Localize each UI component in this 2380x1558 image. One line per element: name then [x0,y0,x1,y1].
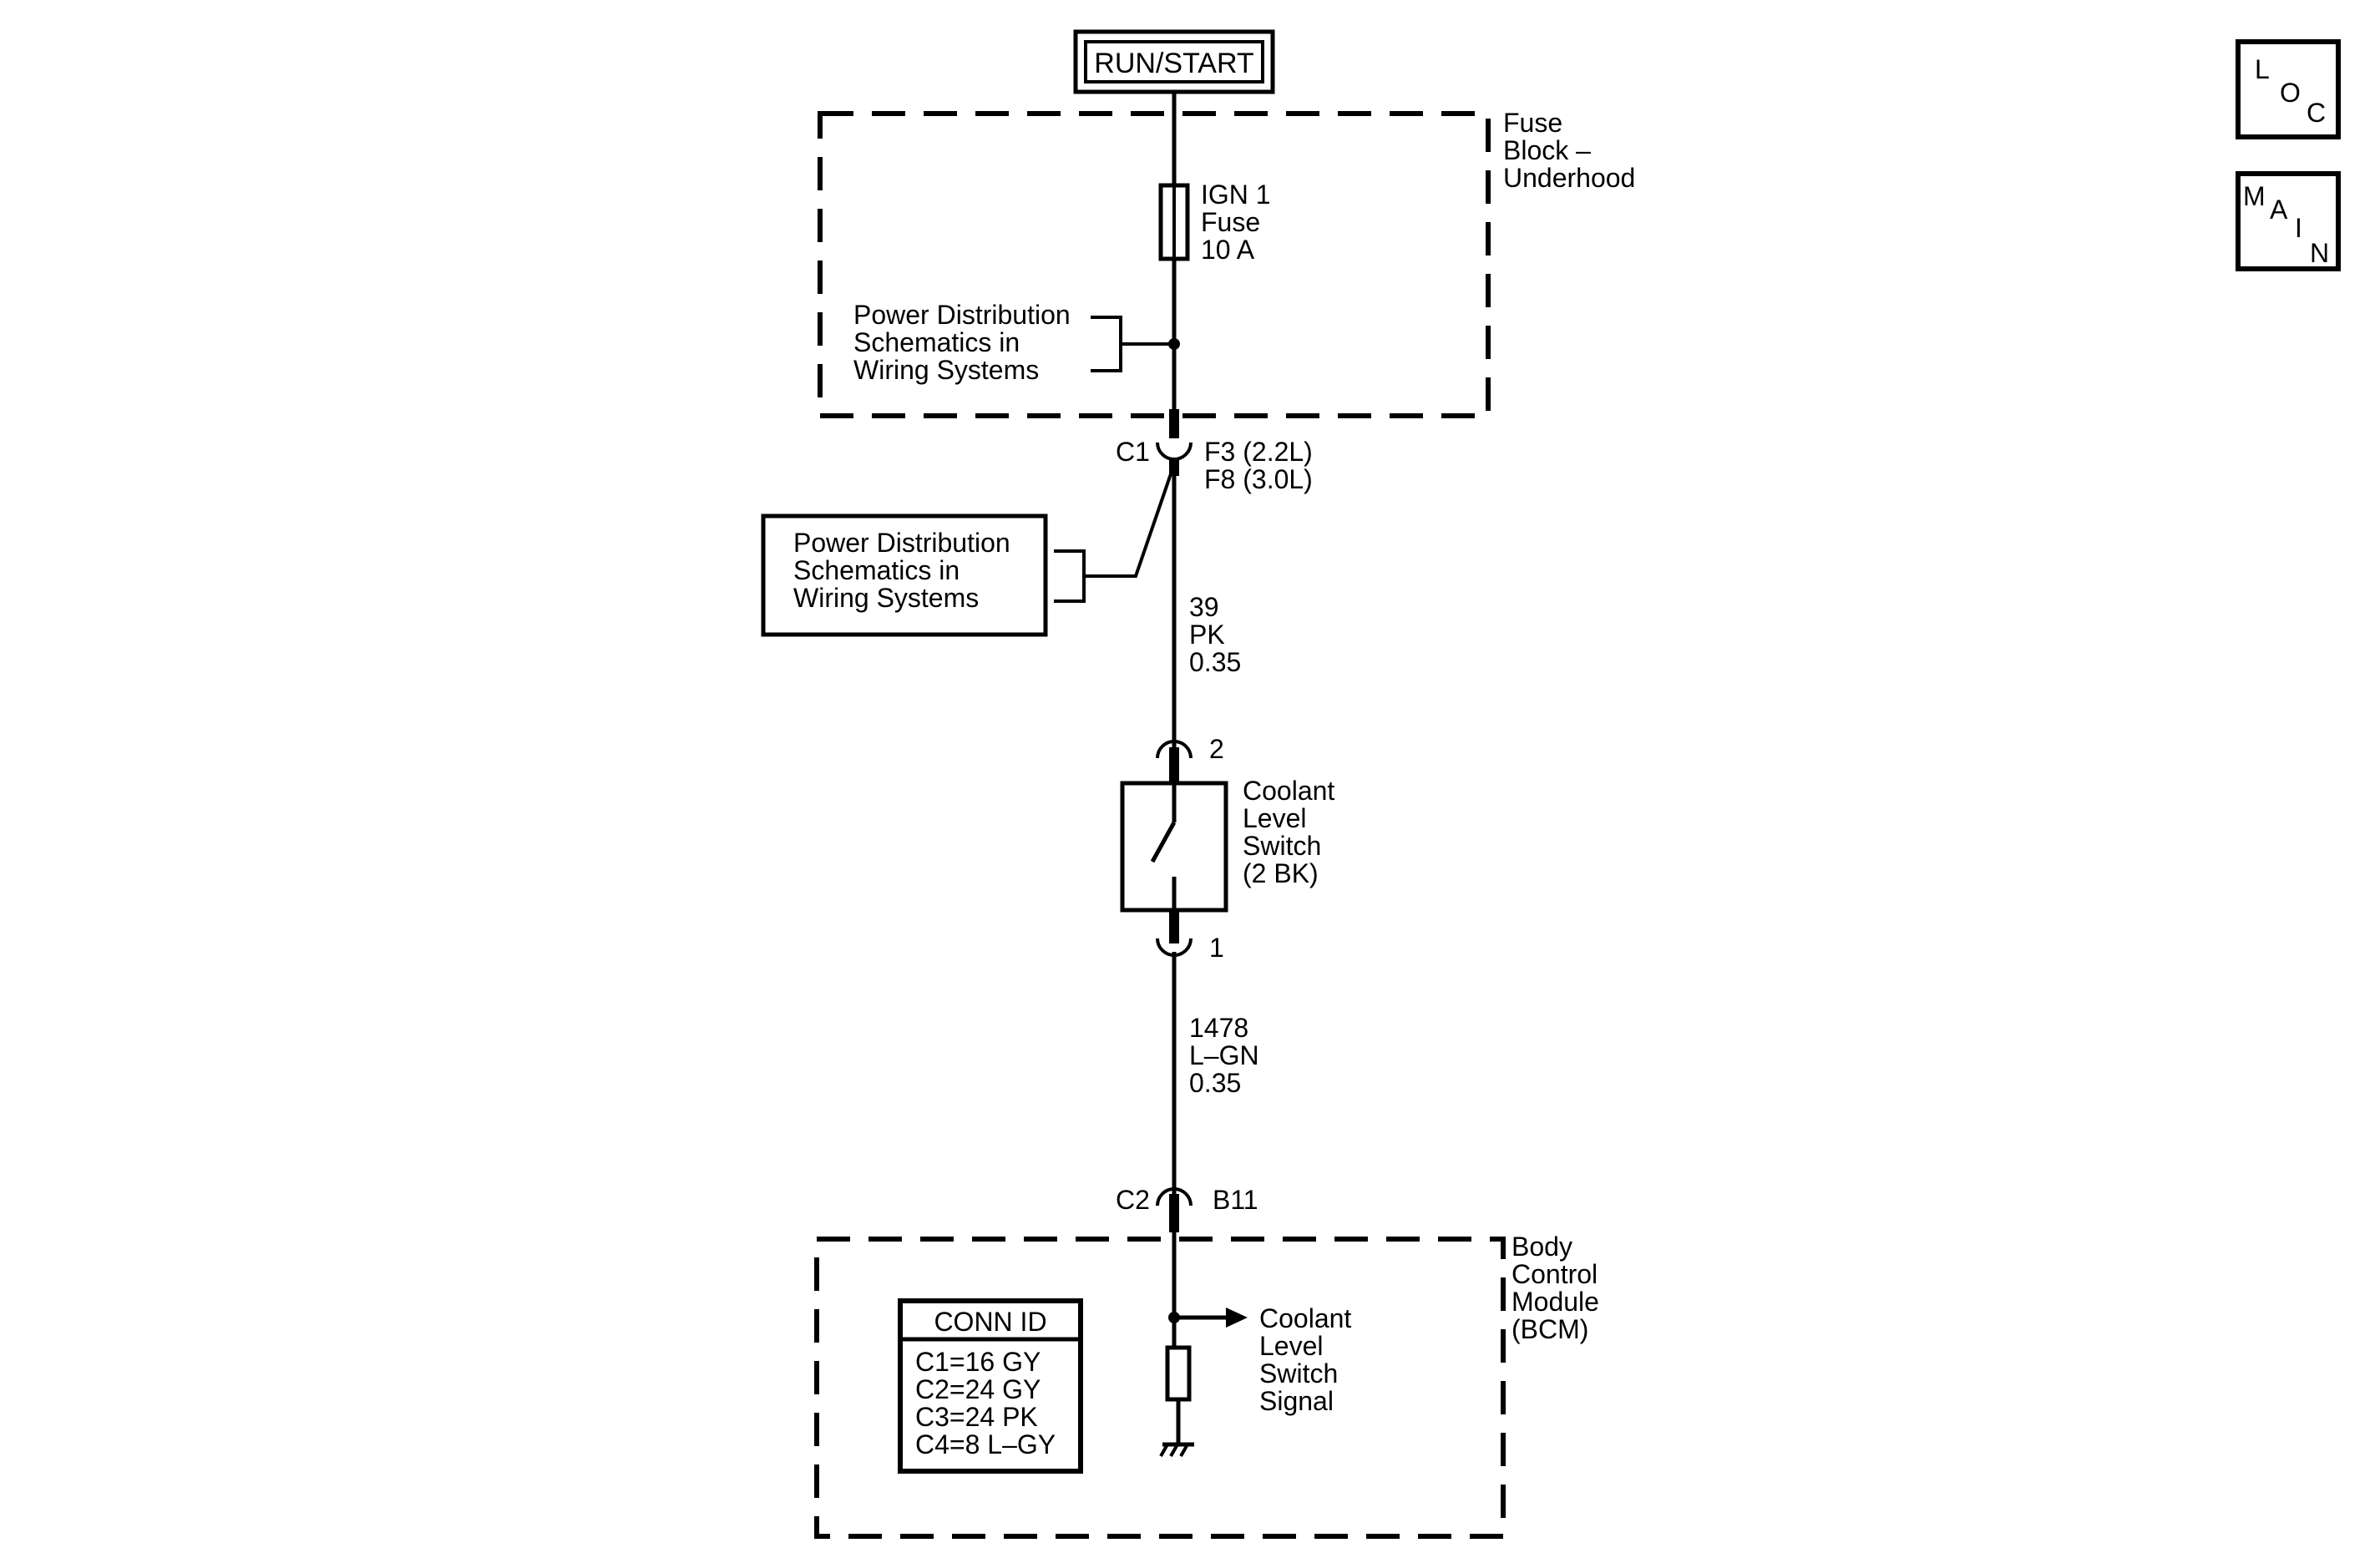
switch-blade [1150,821,1177,863]
switch-pin-bottom: 1 [1209,933,1224,963]
svg-text:(2 BK): (2 BK) [1243,858,1319,888]
svg-text:Schematics in: Schematics in [793,555,960,585]
conn-id-table: CONN ID C1=16 GY C2=24 GY C3=24 PK C4=8 … [898,1298,1083,1474]
svg-text:Coolant: Coolant [1243,776,1334,806]
signal-arrow-icon [1226,1308,1248,1328]
svg-text:Wiring Systems: Wiring Systems [793,583,979,613]
svg-text:C: C [2307,98,2326,128]
svg-text:Schematics in: Schematics in [853,327,1020,357]
connector-c1-name: C1 [1116,437,1150,467]
connector-c2-name: C2 [1116,1185,1150,1215]
conn-id-title: CONN ID [934,1307,1046,1337]
conn-id-row: C3=24 PK [915,1402,1038,1432]
conn-id-row: C4=8 L–GY [915,1429,1056,1459]
svg-text:N: N [2310,238,2329,268]
svg-text:Level: Level [1243,803,1307,833]
svg-text:Body: Body [1512,1232,1572,1262]
svg-text:A: A [2270,195,2288,225]
svg-text:Power Distribution: Power Distribution [793,528,1010,558]
bcm-label: Body Control Module (BCM) [1512,1232,1599,1344]
wire-39-label: 39 PK 0.35 [1189,592,1241,677]
switch-label: Coolant Level Switch (2 BK) [1243,776,1334,888]
loc-button[interactable]: L O C [2236,39,2341,139]
fuse-block-boundary [818,111,1491,418]
svg-text:(BCM): (BCM) [1512,1314,1588,1344]
conn-id-row: C1=16 GY [915,1347,1041,1377]
fuse-label: IGN 1 Fuse 10 A [1201,180,1271,265]
bracket-2 [1054,549,1086,603]
switch-pin-top: 2 [1209,734,1224,764]
svg-text:0.35: 0.35 [1189,1068,1241,1098]
switch-top-connector [1156,740,1193,759]
fuse-block-label: Fuse Block – Underhood [1503,108,1635,193]
connector-c1-symbol [1156,442,1193,461]
svg-text:Coolant: Coolant [1259,1303,1351,1333]
svg-text:IGN 1: IGN 1 [1201,180,1271,210]
svg-text:Underhood: Underhood [1503,163,1635,193]
main-button[interactable]: M A I N [2236,171,2341,271]
svg-text:L: L [2255,54,2270,84]
svg-text:Fuse: Fuse [1201,207,1260,237]
svg-text:39: 39 [1189,592,1219,622]
chassis-ground-icon [1159,1442,1194,1457]
svg-text:Block –: Block – [1503,135,1591,165]
svg-text:L–GN: L–GN [1189,1040,1259,1070]
svg-text:1478: 1478 [1189,1013,1248,1043]
svg-text:PK: PK [1189,620,1225,650]
svg-text:Module: Module [1512,1287,1599,1317]
power-source-label: RUN/START [1094,48,1253,79]
branch-wire-2 [1084,463,1176,578]
connector-c1-pin1: F3 (2.2L) [1204,437,1313,467]
connector-c1-pin2: F8 (3.0L) [1204,464,1313,494]
svg-text:Switch: Switch [1259,1358,1338,1389]
svg-text:Fuse: Fuse [1503,108,1562,138]
power-source: RUN/START [1073,29,1275,94]
power-dist-ref-1[interactable]: Power Distribution Schematics in Wiring … [853,300,1071,385]
svg-text:M: M [2243,181,2266,211]
svg-text:0.35: 0.35 [1189,647,1241,677]
pulldown-resistor [1165,1345,1192,1402]
connector-c2-symbol [1156,1187,1193,1206]
conn-id-row: C2=24 GY [915,1374,1041,1404]
svg-text:I: I [2295,213,2302,243]
power-dist-ref-2-box[interactable]: Power Distribution Schematics in Wiring … [761,513,1048,637]
svg-text:Power Distribution: Power Distribution [853,300,1071,330]
wire-1478-label: 1478 L–GN 0.35 [1189,1013,1259,1098]
svg-text:Level: Level [1259,1331,1324,1361]
svg-text:Control: Control [1512,1259,1598,1289]
svg-text:Wiring Systems: Wiring Systems [853,355,1039,385]
svg-text:Switch: Switch [1243,831,1321,861]
svg-text:Signal: Signal [1259,1386,1334,1416]
signal-label: Coolant Level Switch Signal [1259,1303,1351,1416]
svg-text:10 A: 10 A [1201,235,1255,265]
bcm-boundary [814,1237,1506,1539]
bracket-1 [1091,316,1122,372]
svg-text:O: O [2280,78,2301,108]
connector-c2-pin: B11 [1213,1185,1258,1215]
